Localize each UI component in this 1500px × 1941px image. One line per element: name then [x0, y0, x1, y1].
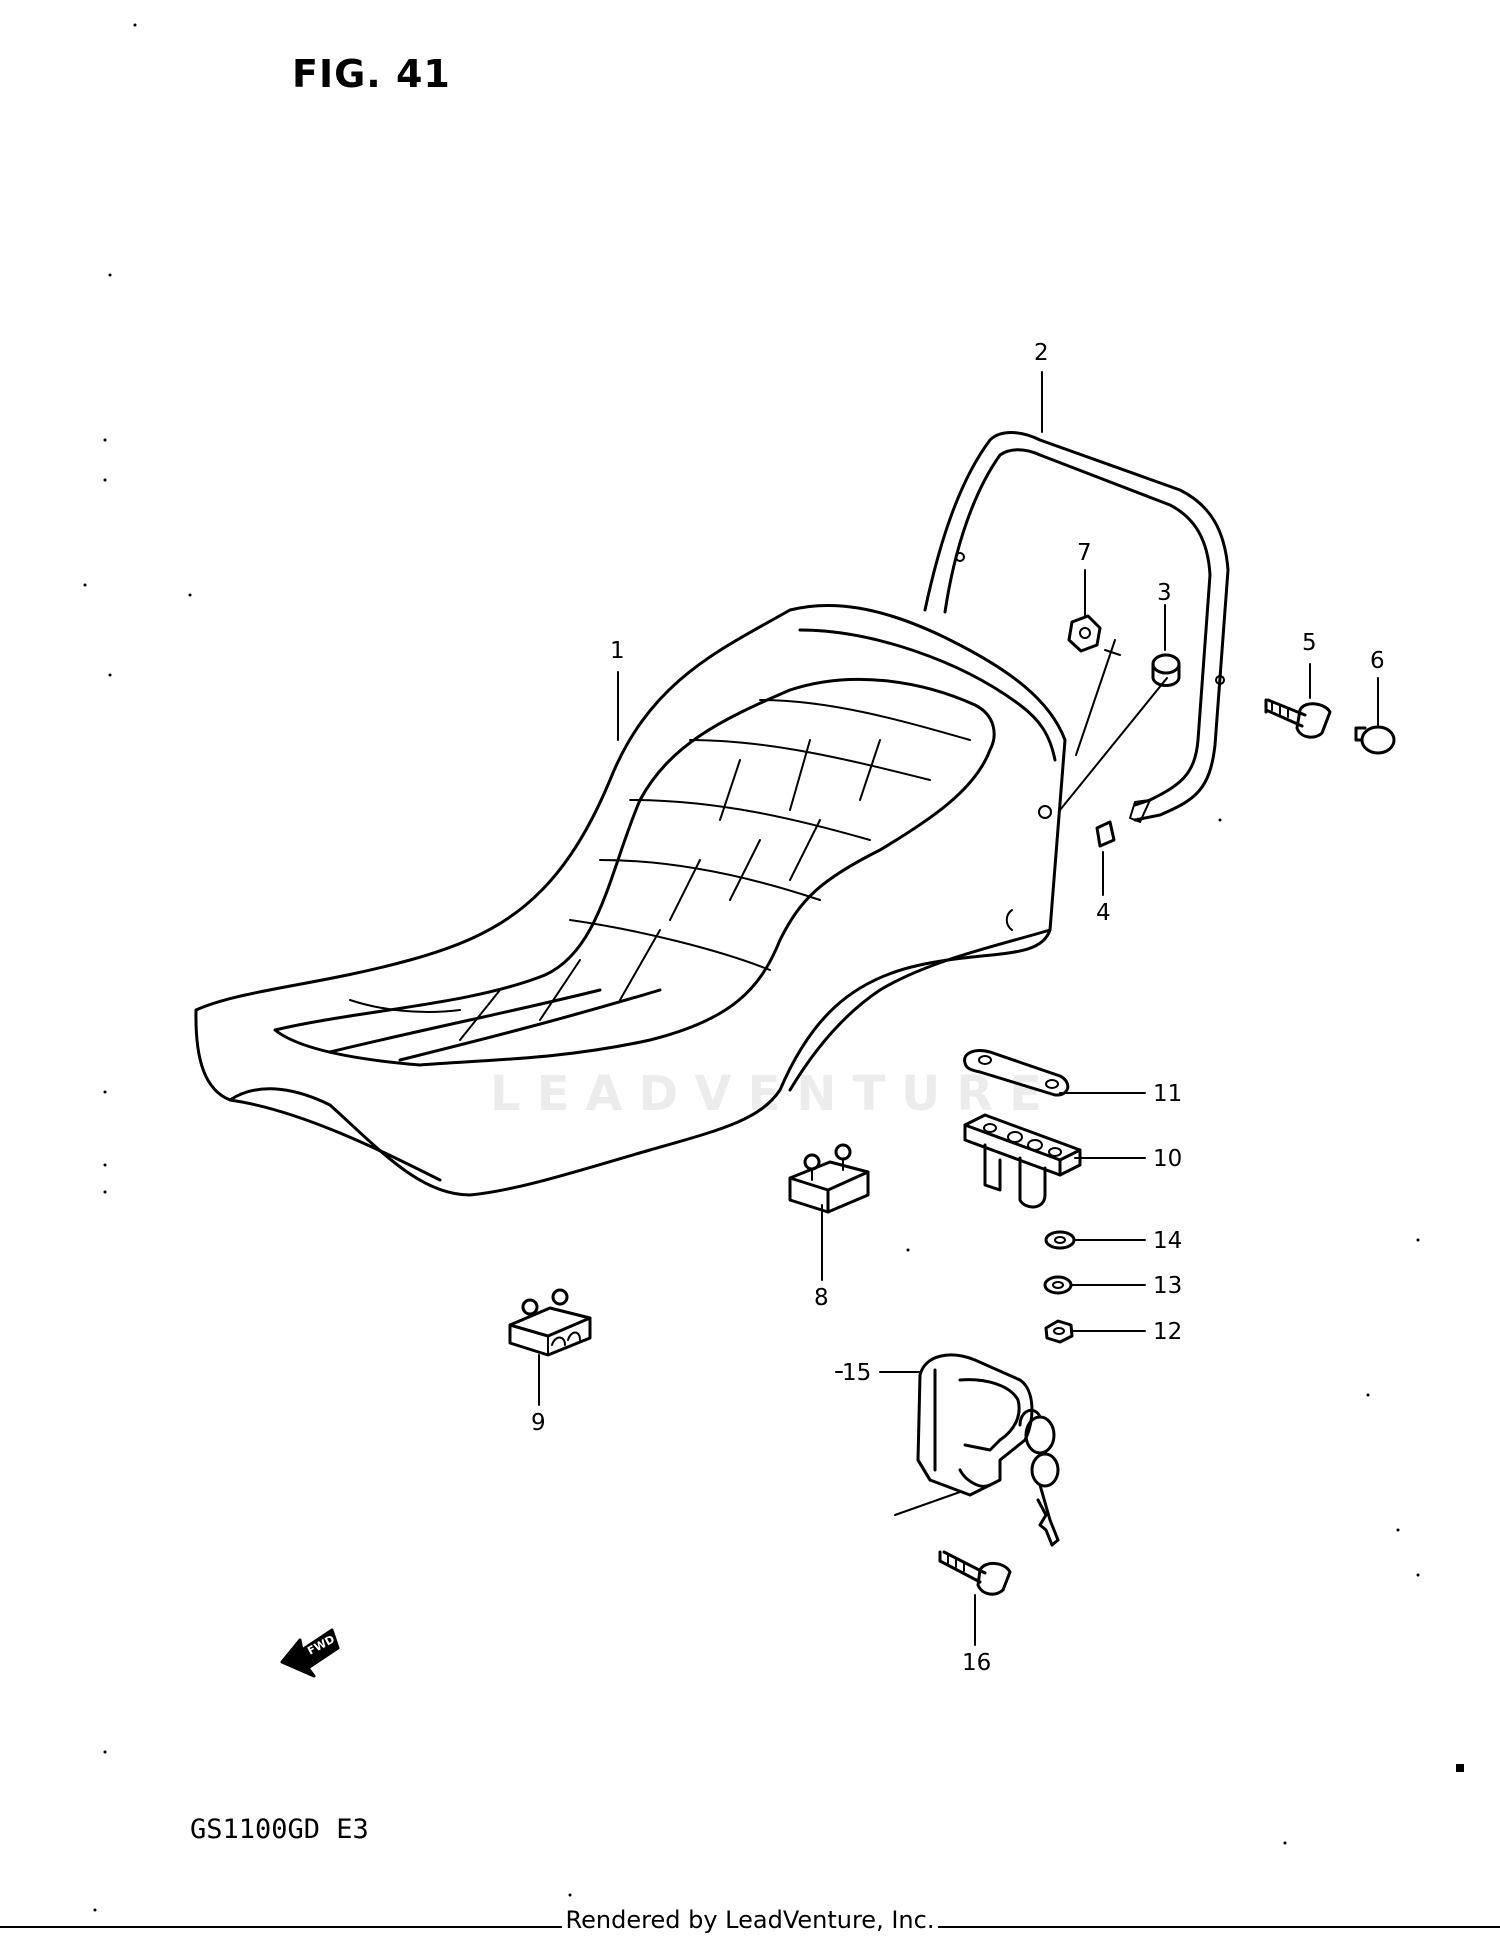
- plate-part[interactable]: [963, 1049, 1070, 1097]
- grab-rail-part[interactable]: [923, 431, 1230, 823]
- callout-4: 4: [1096, 900, 1111, 926]
- callout-13: 13: [1153, 1273, 1182, 1299]
- callout-5: 5: [1302, 630, 1317, 656]
- bracket-part[interactable]: [963, 1113, 1082, 1209]
- callout-12: 12: [1153, 1319, 1182, 1345]
- seat-part[interactable]: [194, 603, 1067, 1197]
- seat-lock-part[interactable]: [894, 1353, 1060, 1547]
- nut-part[interactable]: [1067, 614, 1102, 653]
- leader-lines: [538, 371, 1379, 1646]
- cap-part[interactable]: [1354, 725, 1396, 755]
- bolt-part[interactable]: [1264, 698, 1332, 739]
- watermark-text: LEADVENTURE: [490, 1066, 1058, 1122]
- seat-cushion-block-9[interactable]: [508, 1288, 592, 1357]
- cushion-part[interactable]: [1151, 653, 1181, 687]
- model-code: GS1100GD E3: [190, 1814, 369, 1845]
- forward-arrow-icon: FWD: [280, 1628, 340, 1678]
- nut-part-12[interactable]: [1044, 1319, 1074, 1344]
- callout-11: 11: [1153, 1081, 1182, 1107]
- callout-3: 3: [1157, 580, 1172, 606]
- callout-14: 14: [1153, 1228, 1182, 1254]
- callout-15: 15: [842, 1360, 871, 1386]
- clip-part[interactable]: [1095, 820, 1116, 848]
- lock-washer-part-13[interactable]: [1043, 1275, 1073, 1295]
- washer-part-14[interactable]: [1044, 1230, 1076, 1250]
- callout-2: 2: [1034, 340, 1049, 366]
- callout-8: 8: [814, 1285, 829, 1311]
- footer-text: Rendered by LeadVenture, Inc.: [561, 1906, 939, 1934]
- callout-9: 9: [531, 1410, 546, 1436]
- figure-title: FIG. 41: [292, 52, 451, 96]
- callout-7: 7: [1077, 540, 1092, 566]
- scan-specks: [83, 23, 1464, 1912]
- callout-1: 1: [610, 638, 625, 664]
- callout-10: 10: [1153, 1146, 1182, 1172]
- callout-6: 6: [1370, 648, 1385, 674]
- screw-part[interactable]: [938, 1550, 1012, 1596]
- callout-16: 16: [962, 1650, 991, 1676]
- seat-cushion-block-8[interactable]: [788, 1143, 870, 1214]
- callout-numbers: 1 2 3 4 5 6 7 8 9 10 11 12 13 14 15 16: [531, 340, 1385, 1676]
- footer-credit: Rendered by LeadVenture, Inc.: [0, 1906, 1500, 1934]
